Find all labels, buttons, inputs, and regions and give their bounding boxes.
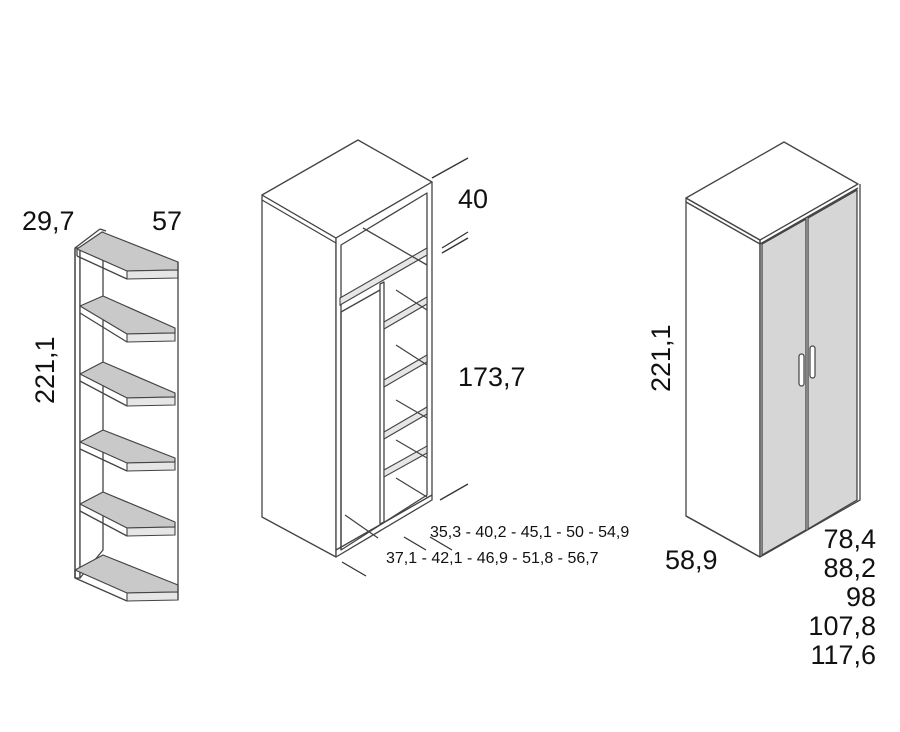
corner-shelf-base <box>74 554 179 602</box>
closed-wardrobe-side-panel <box>685 197 761 558</box>
open-wardrobe-dimension-marks <box>341 157 469 577</box>
corner-shelf-back-left <box>74 247 81 579</box>
closed-wardrobe-left-door <box>761 218 807 556</box>
corner-shelf-width-label: 57 <box>152 206 183 236</box>
open-wardrobe-divider <box>379 281 385 525</box>
open-wardrobe-top-shelf <box>339 247 428 306</box>
closed-wardrobe-width-2: 88,2 <box>823 553 876 583</box>
closed-wardrobe-height-label: 221,1 <box>646 324 676 392</box>
corner-shelf-unit <box>74 228 179 602</box>
corner-shelf-depth-label: 29,7 <box>22 206 75 236</box>
corner-shelf-level-4 <box>79 429 176 472</box>
open-wardrobe-body-label: 173,7 <box>458 362 526 392</box>
closed-wardrobe-width-4: 107,8 <box>808 611 876 641</box>
corner-shelf-back-right <box>79 231 104 579</box>
closed-wardrobe-right-handle <box>809 345 816 379</box>
corner-shelf-level-2 <box>79 295 176 343</box>
closed-wardrobe-right-door <box>807 189 858 530</box>
closed-wardrobe-width-5: 117,6 <box>810 640 876 670</box>
closed-wardrobe-left-handle <box>798 353 805 387</box>
open-wardrobe-unit <box>261 139 469 577</box>
open-wardrobe-shelves <box>383 289 428 498</box>
corner-shelf-height-label: 221,1 <box>30 336 60 404</box>
closed-wardrobe-top-panel <box>685 141 859 241</box>
closed-wardrobe-depth-label: 58,9 <box>665 545 718 575</box>
corner-shelf-level-3 <box>79 361 176 407</box>
open-wardrobe-width-line-1: 35,3 - 40,2 - 45,1 - 50 - 54,9 <box>430 524 630 541</box>
open-wardrobe-top-label: 40 <box>458 184 489 214</box>
closed-wardrobe-width-1: 78,4 <box>823 524 876 554</box>
open-wardrobe-width-line-2: 37,1 - 42,1 - 46,9 - 51,8 - 56,7 <box>386 550 599 567</box>
closed-wardrobe-width-3: 98 <box>845 582 876 612</box>
closed-wardrobe-width-list: 78,4 88,2 98 107,8 117,6 <box>790 526 876 669</box>
corner-shelf-level-5 <box>79 491 176 537</box>
closed-wardrobe-unit <box>685 141 861 558</box>
open-wardrobe-side-panel <box>261 194 337 558</box>
